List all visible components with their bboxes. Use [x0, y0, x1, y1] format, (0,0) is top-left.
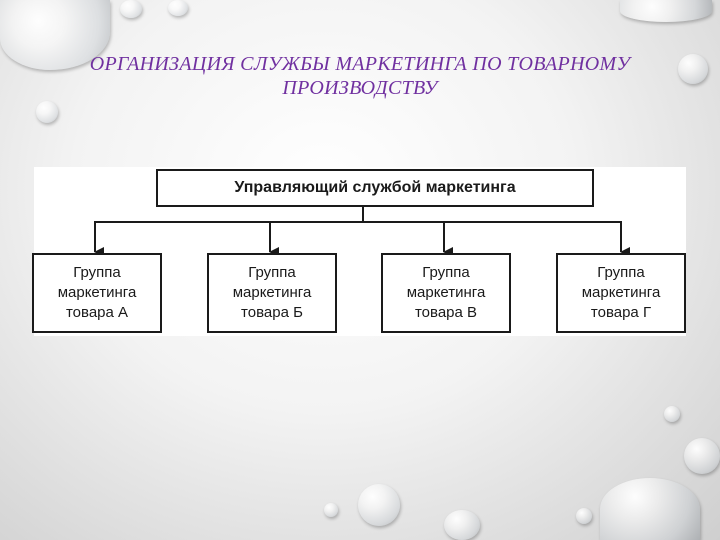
group-label: Группа маркетинга товара Г: [581, 264, 661, 321]
group-box-a: Группа маркетинга товара А: [32, 253, 162, 333]
water-drop-decoration: [678, 54, 708, 84]
group-box-b: Группа маркетинга товара Б: [207, 253, 337, 333]
group-label: Группа маркетинга товара А: [57, 264, 137, 321]
group-label: Группа маркетинга товара Б: [232, 264, 312, 321]
head-box: Управляющий службой маркетинга: [156, 169, 594, 207]
water-drop-decoration: [444, 510, 480, 540]
head-label: Управляющий службой маркетинга: [234, 179, 516, 196]
group-box-v: Группа маркетинга товара В: [381, 253, 511, 333]
water-drop-decoration: [600, 478, 700, 540]
water-drop-decoration: [324, 503, 338, 517]
slide-title: ОРГАНИЗАЦИЯ СЛУЖБЫ МАРКЕТИНГА ПО ТОВАРНО…: [89, 53, 631, 99]
water-drop-decoration: [684, 438, 720, 474]
water-drop-decoration: [576, 508, 592, 524]
group-label: Группа маркетинга товара В: [406, 264, 486, 321]
group-box-g: Группа маркетинга товара Г: [556, 253, 686, 333]
water-drop-decoration: [120, 0, 142, 18]
water-drop-decoration: [168, 0, 188, 16]
water-drop-decoration: [0, 0, 110, 70]
water-drop-decoration: [620, 0, 712, 22]
water-drop-decoration: [358, 484, 400, 526]
water-drop-decoration: [36, 101, 58, 123]
water-drop-decoration: [664, 406, 680, 422]
connector-lines: [94, 207, 630, 257]
org-chart: Управляющий службой маркетинга Группа ма…: [32, 167, 686, 336]
